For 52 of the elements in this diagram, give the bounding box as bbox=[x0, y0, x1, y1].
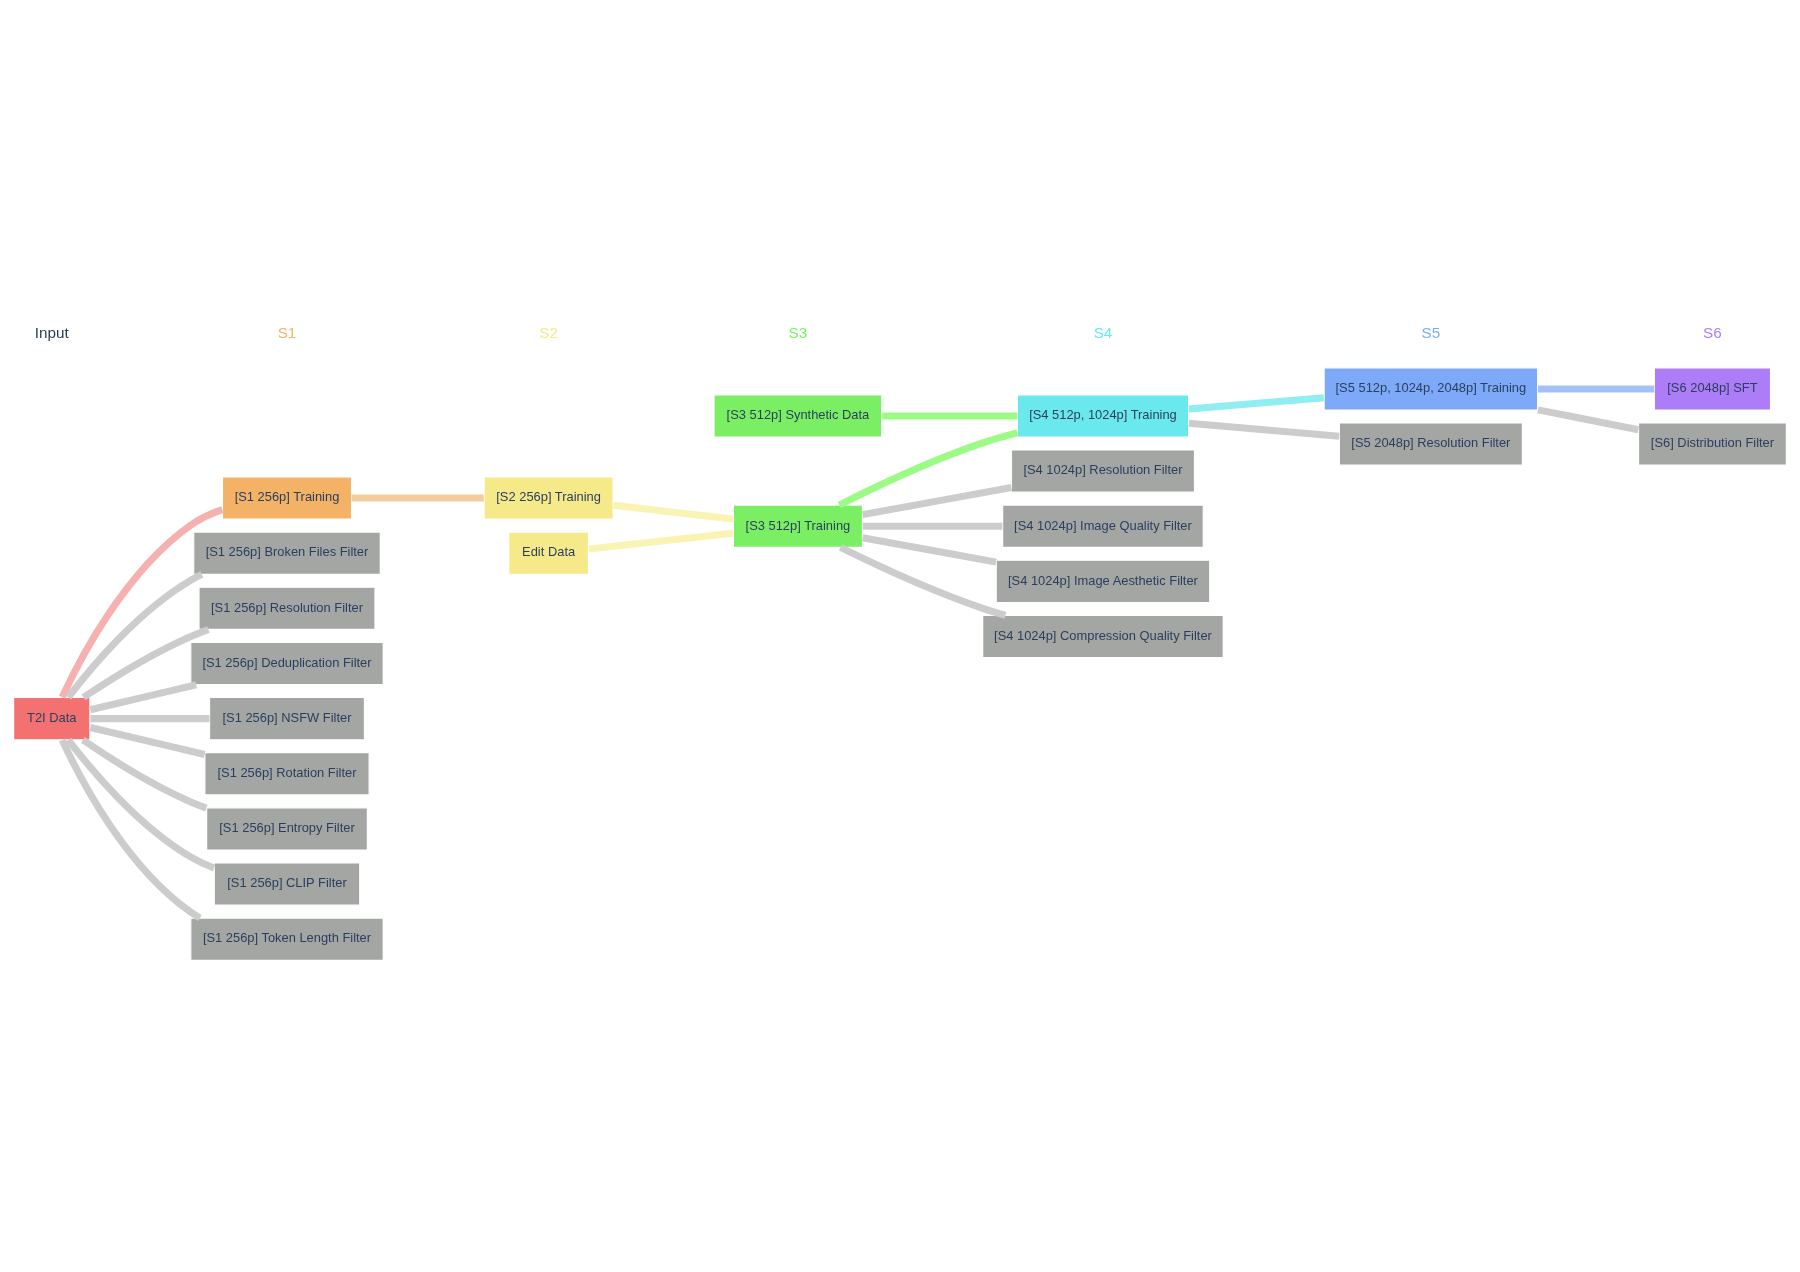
connector bbox=[65, 570, 204, 700]
label: S1 bbox=[277, 323, 297, 341]
node-box: [S1 256p] Entropy Filter bbox=[206, 806, 368, 851]
connector bbox=[90, 714, 210, 722]
connector bbox=[1188, 393, 1325, 412]
node-box: [S4 1024p] Image Aesthetic Filter bbox=[995, 559, 1211, 603]
connector bbox=[1537, 405, 1640, 433]
connector bbox=[89, 723, 206, 758]
node-box: [S5 512p, 1024p, 2048p] Training bbox=[1323, 366, 1539, 411]
node-box: [S4 512p, 1024p] Training bbox=[1016, 393, 1190, 438]
node-box: [S4 1024p] Resolution Filter bbox=[1010, 448, 1196, 493]
connector bbox=[1188, 419, 1340, 440]
label: S3 bbox=[788, 323, 808, 341]
node-box: [S4 1024p] Image Quality Filter bbox=[1002, 504, 1204, 548]
connector bbox=[613, 501, 734, 522]
node-box: [S5 2048p] Resolution Filter bbox=[1338, 421, 1523, 466]
label: Input bbox=[34, 323, 69, 341]
connector bbox=[837, 428, 1019, 508]
label: S6 bbox=[1703, 323, 1722, 341]
node-box: Edit Data bbox=[508, 531, 590, 575]
node-box: [S1 256p] Token Length Filter bbox=[190, 917, 384, 961]
connector bbox=[588, 529, 734, 552]
node-box: [S3 512p] Training bbox=[732, 504, 864, 548]
connector bbox=[861, 533, 997, 566]
connector bbox=[65, 737, 216, 871]
connector bbox=[80, 736, 208, 811]
node-box: T2I Data bbox=[13, 696, 91, 740]
connector bbox=[862, 522, 1003, 530]
label: S2 bbox=[539, 323, 558, 341]
node-box: [S1 256p] Deduplication Filter bbox=[190, 641, 384, 685]
node-box: [S1 256p] Resolution Filter bbox=[198, 586, 376, 630]
node-box: [S6] Distribution Filter bbox=[1637, 421, 1787, 466]
node-box: [S1 256p] Training bbox=[221, 475, 353, 520]
connector bbox=[351, 494, 484, 502]
node-box: [S1 256p] CLIP Filter bbox=[213, 861, 361, 906]
node-box: [S4 1024p] Compression Quality Filter bbox=[982, 614, 1224, 658]
node-box: [S6 2048p] SFT bbox=[1653, 366, 1772, 411]
connector bbox=[838, 543, 1007, 619]
connector bbox=[1538, 384, 1655, 392]
node-box: [S1 256p] NSFW Filter bbox=[208, 696, 365, 740]
connector bbox=[882, 411, 1018, 419]
connector bbox=[861, 483, 1013, 518]
node-box: [S3 512p] Synthetic Data bbox=[713, 393, 883, 438]
node-box: [S1 256p] Broken Files Filter bbox=[193, 531, 381, 575]
connector bbox=[59, 505, 224, 699]
node-box: [S2 256p] Training bbox=[483, 475, 614, 520]
label: S5 bbox=[1421, 323, 1441, 341]
connector bbox=[59, 738, 202, 921]
connector bbox=[89, 680, 197, 713]
node-box: [S1 256p] Rotation Filter bbox=[204, 751, 370, 795]
label: S4 bbox=[1093, 323, 1113, 341]
connector bbox=[81, 625, 210, 700]
